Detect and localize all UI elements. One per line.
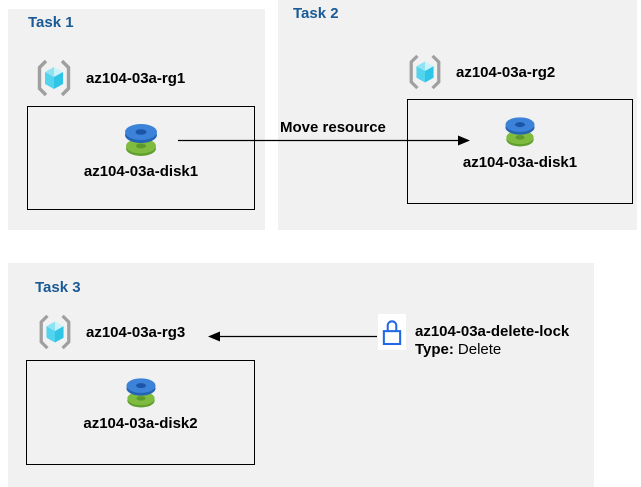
resource-group-icon	[37, 59, 71, 97]
task1-resource-box: az104-03a-disk1	[27, 106, 255, 210]
move-resource-label: Move resource	[280, 119, 386, 136]
task2-panel: Task 2 az104-03a-rg2 az104-03a-disk1	[278, 0, 637, 230]
task2-rg-label: az104-03a-rg2	[456, 63, 556, 81]
task2-disk-label: az104-03a-disk1	[462, 154, 578, 171]
task1-resource-group: az104-03a-rg1	[33, 58, 185, 98]
task3-resource-group: az104-03a-rg3	[35, 313, 185, 351]
task1-rg-label: az104-03a-rg1	[86, 69, 186, 87]
task2-resource-group: az104-03a-rg2	[405, 53, 555, 91]
managed-disk-icon	[125, 124, 157, 156]
task3-panel: Task 3 az104-03a-rg3 az104-03a-disk2	[8, 263, 594, 487]
lock-type-label: Type:	[415, 341, 454, 358]
task1-title: Task 1	[28, 14, 74, 31]
task1-panel: Task 1 az104-03a-rg1 az104-03a-disk1	[8, 9, 265, 230]
task3-rg-label: az104-03a-rg3	[86, 323, 186, 341]
lock-name: az104-03a-delete-lock	[415, 323, 570, 340]
lock-type-value: Delete	[457, 341, 502, 358]
managed-disk-icon	[125, 378, 156, 408]
lock-icon-container	[378, 314, 406, 350]
task3-title: Task 3	[35, 279, 81, 296]
task1-disk-label: az104-03a-disk1	[83, 163, 199, 180]
lock-type-line: Type:Delete	[415, 341, 569, 359]
lock-label-block: az104-03a-delete-lock Type:Delete	[415, 323, 569, 359]
resource-group-icon	[409, 54, 441, 90]
managed-disk-icon	[505, 117, 535, 147]
task3-resource-box: az104-03a-disk2	[26, 360, 255, 465]
task2-resource-box: az104-03a-disk1	[407, 99, 633, 204]
lock-icon	[382, 320, 402, 346]
task3-disk-label: az104-03a-disk2	[83, 415, 198, 432]
task2-title: Task 2	[293, 5, 339, 22]
resource-group-icon	[39, 314, 71, 350]
